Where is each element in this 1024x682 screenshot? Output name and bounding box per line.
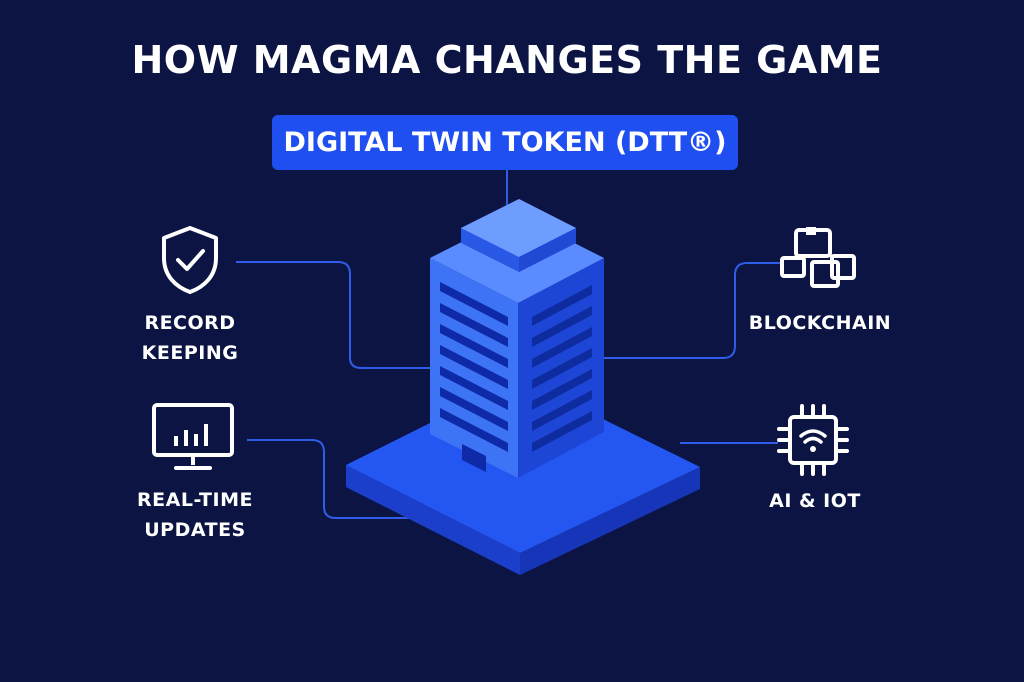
connector-blockchain — [600, 262, 782, 359]
record-keeping-line1: RECORD — [144, 312, 236, 334]
digital-twin-token-badge: DIGITAL TWIN TOKEN (DTT®) — [272, 115, 738, 170]
connector-record-keeping — [236, 261, 432, 369]
real-time-line2: UPDATES — [144, 519, 246, 541]
record-keeping-line2: KEEPING — [141, 342, 239, 364]
blockchain-label: BLOCKCHAIN — [748, 312, 892, 334]
ai-iot-label: AI & IOT — [769, 490, 861, 512]
chip-wifi-icon — [777, 404, 849, 476]
tower-windows-left — [440, 282, 508, 472]
blockchain-blocks-icon — [780, 227, 856, 288]
record-keeping-label: RECORD KEEPING — [120, 308, 260, 368]
connector-lines — [236, 170, 782, 519]
page-title: HOW MAGMA CHANGES THE GAME — [131, 38, 883, 82]
tower-windows-right — [532, 285, 592, 452]
shield-check-icon — [162, 226, 218, 294]
monitor-chart-icon — [152, 403, 234, 470]
connector-real-time — [247, 439, 410, 519]
real-time-label: REAL-TIME UPDATES — [120, 485, 270, 545]
token-label: DIGITAL TWIN TOKEN (DTT®) — [283, 127, 727, 158]
real-time-line1: REAL-TIME — [137, 489, 253, 511]
tower — [430, 199, 604, 478]
